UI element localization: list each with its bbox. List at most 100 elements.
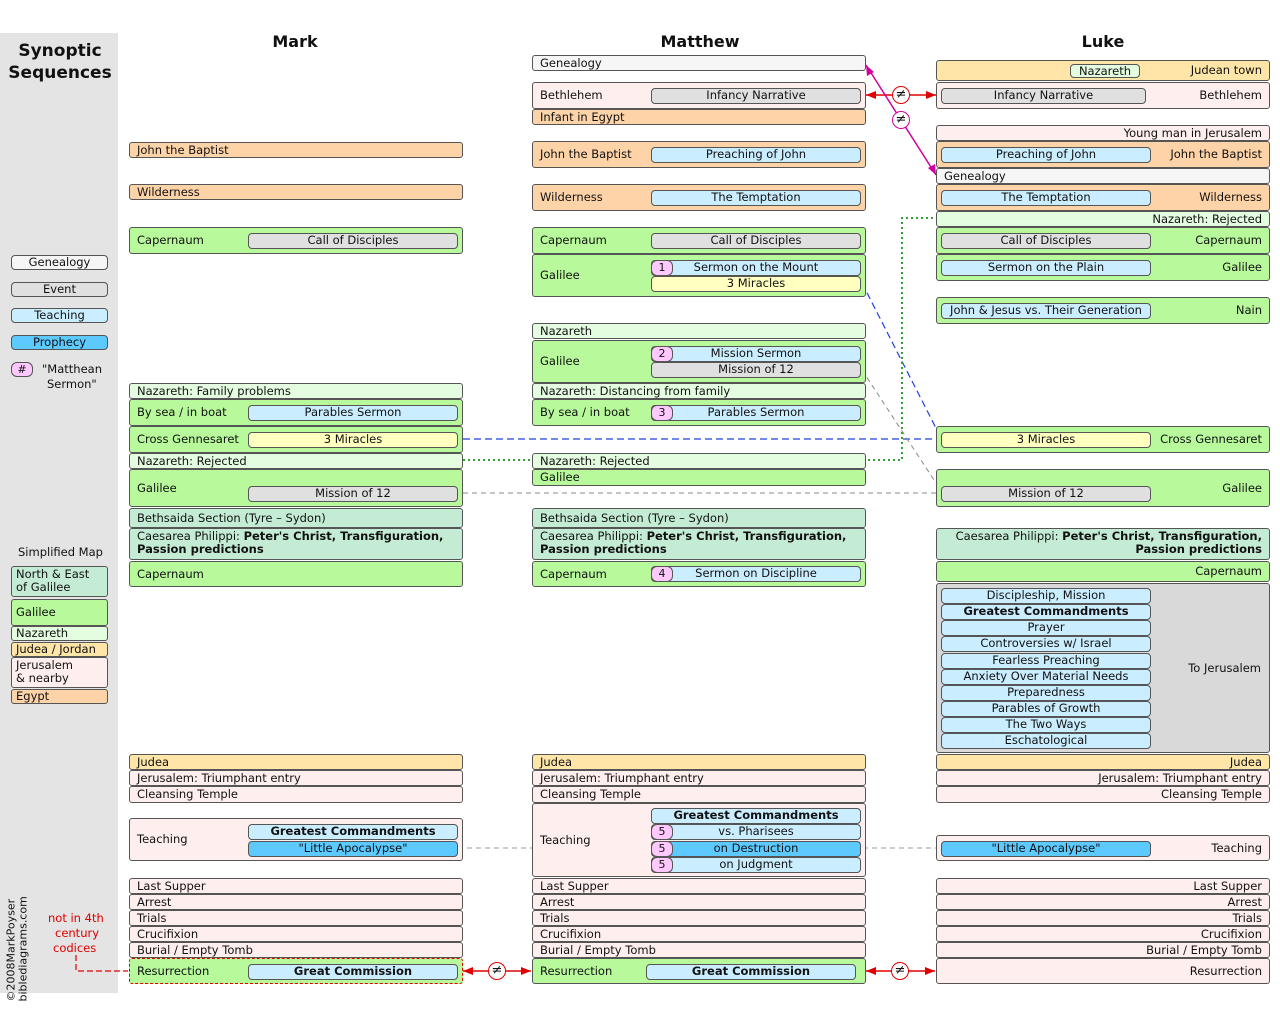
matthew-preaching-of-john: Preaching of John bbox=[651, 147, 861, 163]
matthew-sermon-on-discipline: Sermon on Discipline bbox=[651, 566, 861, 582]
luke-journey-item: Eschatological bbox=[941, 733, 1151, 749]
luke-caesarea-philippi: Caesarea Philippi: Peter's Christ, Trans… bbox=[936, 528, 1270, 560]
matthew-mission-sermon: Mission Sermon bbox=[651, 346, 861, 362]
matthew-distancing-from-family: Nazareth: Distancing from family bbox=[532, 383, 866, 399]
arrow-head bbox=[463, 967, 473, 975]
codices-note-2: century bbox=[55, 926, 100, 940]
codices-note-3: codices bbox=[53, 941, 97, 955]
diagram-title: Synoptic Sequences bbox=[8, 41, 112, 83]
luke-resurrection: Resurrection bbox=[936, 958, 1270, 984]
mark-nazareth-rejected: Nazareth: Rejected bbox=[129, 453, 463, 469]
luke-nazareth: Nazareth bbox=[1070, 64, 1140, 78]
luke-journey-item: Greatest Commandments bbox=[941, 604, 1151, 620]
matthew-last-supper: Last Supper bbox=[532, 878, 866, 894]
matthew-sermon-number-1: 1 bbox=[651, 260, 673, 276]
luke-young-man: Young man in Jerusalem bbox=[936, 125, 1270, 141]
luke-sermon-on-the-plain: Sermon on the Plain bbox=[941, 260, 1151, 276]
matthew-crucifixion: Crucifixion bbox=[532, 926, 866, 942]
mark-trials: Trials bbox=[129, 910, 463, 926]
left-sidebar bbox=[0, 33, 118, 993]
mark-mission-of-12: Mission of 12 bbox=[248, 486, 458, 502]
matthew-burial: Burial / Empty Tomb bbox=[532, 942, 866, 958]
map-egypt: Egypt bbox=[11, 689, 108, 704]
mark-last-supper: Last Supper bbox=[129, 878, 463, 894]
matthew-judea: Judea bbox=[532, 754, 866, 770]
mark-cleansing-temple: Cleansing Temple bbox=[129, 786, 463, 803]
mark-nazareth-family: Nazareth: Family problems bbox=[129, 383, 463, 399]
mark-burial: Burial / Empty Tomb bbox=[129, 942, 463, 958]
luke-their-generation: John & Jesus vs. Their Generation bbox=[941, 303, 1151, 319]
mission-link-line-diagonal bbox=[861, 369, 939, 487]
matthew-sermon-number-2: 2 bbox=[651, 346, 673, 362]
matthew-vs-pharisees: vs. Pharisees bbox=[651, 824, 861, 840]
luke-journey-item: Preparedness bbox=[941, 685, 1151, 701]
mark-judea: Judea bbox=[129, 754, 463, 770]
arrow-head-left bbox=[866, 91, 876, 99]
mark-call-of-disciples: Call of Disciples bbox=[248, 233, 458, 249]
luke-preaching-of-john: Preaching of John bbox=[941, 147, 1151, 163]
arrow-head bbox=[521, 967, 531, 975]
arrow-head-down bbox=[928, 164, 936, 175]
mark-wilderness: Wilderness bbox=[129, 184, 463, 200]
legend-matthean-label-1: "Matthean bbox=[42, 362, 102, 376]
not-equal-symbol-resurrection-2: ≠ bbox=[891, 962, 909, 980]
not-equal-symbol-genealogy: ≠ bbox=[892, 111, 910, 129]
not-equal-symbol-resurrection-1: ≠ bbox=[488, 962, 506, 980]
arrow-head-right bbox=[926, 91, 936, 99]
luke-arrest: Arrest bbox=[936, 894, 1270, 910]
matthew-galilee-3: Galilee bbox=[532, 469, 866, 486]
legend-matthean-number: # bbox=[11, 362, 33, 377]
matthew-on-destruction: on Destruction bbox=[651, 841, 861, 857]
arrow-head bbox=[866, 967, 876, 975]
matthew-nazareth: Nazareth bbox=[532, 323, 866, 339]
luke-journey-item: Anxiety Over Material Needs bbox=[941, 669, 1151, 685]
matthew-call-of-disciples: Call of Disciples bbox=[651, 233, 861, 249]
matthew-sermon-on-the-mount: Sermon on the Mount bbox=[651, 260, 861, 276]
codices-note-line bbox=[75, 955, 128, 972]
not-equal-symbol-infancy: ≠ bbox=[892, 86, 910, 104]
mark-john-the-baptist: John the Baptist bbox=[129, 142, 463, 158]
luke-triumphant-entry: Jerusalem: Triumphant entry bbox=[936, 770, 1270, 786]
luke-little-apocalypse: "Little Apocalypse" bbox=[941, 841, 1151, 857]
map-nazareth: Nazareth bbox=[11, 626, 108, 641]
luke-cleansing-temple: Cleansing Temple bbox=[936, 786, 1270, 803]
luke-capernaum-2: Capernaum bbox=[936, 561, 1270, 582]
matthew-mission-of-12: Mission of 12 bbox=[651, 362, 861, 378]
matthew-infant-in-egypt: Infant in Egypt bbox=[532, 109, 866, 125]
luke-call-of-disciples: Call of Disciples bbox=[941, 233, 1151, 249]
matthew-temptation: The Temptation bbox=[651, 190, 861, 206]
matthew-capernaum: Capernaum bbox=[532, 227, 866, 254]
luke-judea: Judea bbox=[936, 754, 1270, 770]
mark-crucifixion: Crucifixion bbox=[129, 926, 463, 942]
column-heading-matthew: Matthew bbox=[660, 32, 740, 51]
map-judea-jordan: Judea / Jordan bbox=[11, 642, 108, 657]
matthew-nazareth-rejected: Nazareth: Rejected bbox=[532, 453, 866, 469]
mark-parables-sermon: Parables Sermon bbox=[248, 405, 458, 421]
miracles-link-line-diagonal bbox=[861, 282, 939, 433]
legend-event: Event bbox=[11, 282, 108, 297]
legend-genealogy: Genealogy bbox=[11, 255, 108, 270]
matthew-infancy-narrative: Infancy Narrative bbox=[651, 88, 861, 104]
mark-arrest: Arrest bbox=[129, 894, 463, 910]
matthew-trials: Trials bbox=[532, 910, 866, 926]
legend-prophecy: Prophecy bbox=[11, 335, 108, 350]
matthew-arrest: Arrest bbox=[532, 894, 866, 910]
matthew-cleansing-temple: Cleansing Temple bbox=[532, 786, 866, 803]
map-jerusalem: Jerusalem& nearby bbox=[11, 657, 108, 688]
mark-triumphant-entry: Jerusalem: Triumphant entry bbox=[129, 770, 463, 786]
luke-journey-item: The Two Ways bbox=[941, 717, 1151, 733]
mark-greatest-commandments: Greatest Commandments bbox=[248, 824, 458, 840]
matthew-3-miracles: 3 Miracles bbox=[651, 276, 861, 292]
map-title: Simplified Map bbox=[18, 545, 103, 559]
luke-mission-of-12: Mission of 12 bbox=[941, 486, 1151, 502]
legend-matthean-label-2: Sermon" bbox=[47, 377, 97, 391]
matthew-bethsaida-section: Bethsaida Section (Tyre – Sydon) bbox=[532, 508, 866, 528]
mark-3-miracles: 3 Miracles bbox=[248, 432, 458, 448]
matthew-caesarea-philippi: Caesarea Philippi: Peter's Christ, Trans… bbox=[532, 528, 866, 560]
mark-caesarea-philippi: Caesarea Philippi: Peter's Christ, Trans… bbox=[129, 528, 463, 560]
luke-3-miracles: 3 Miracles bbox=[941, 432, 1151, 448]
matthew-sermon-number-3: 3 bbox=[651, 405, 673, 421]
luke-temptation: The Temptation bbox=[941, 190, 1151, 206]
column-heading-luke: Luke bbox=[1081, 32, 1125, 51]
mark-little-apocalypse: "Little Apocalypse" bbox=[248, 841, 458, 857]
